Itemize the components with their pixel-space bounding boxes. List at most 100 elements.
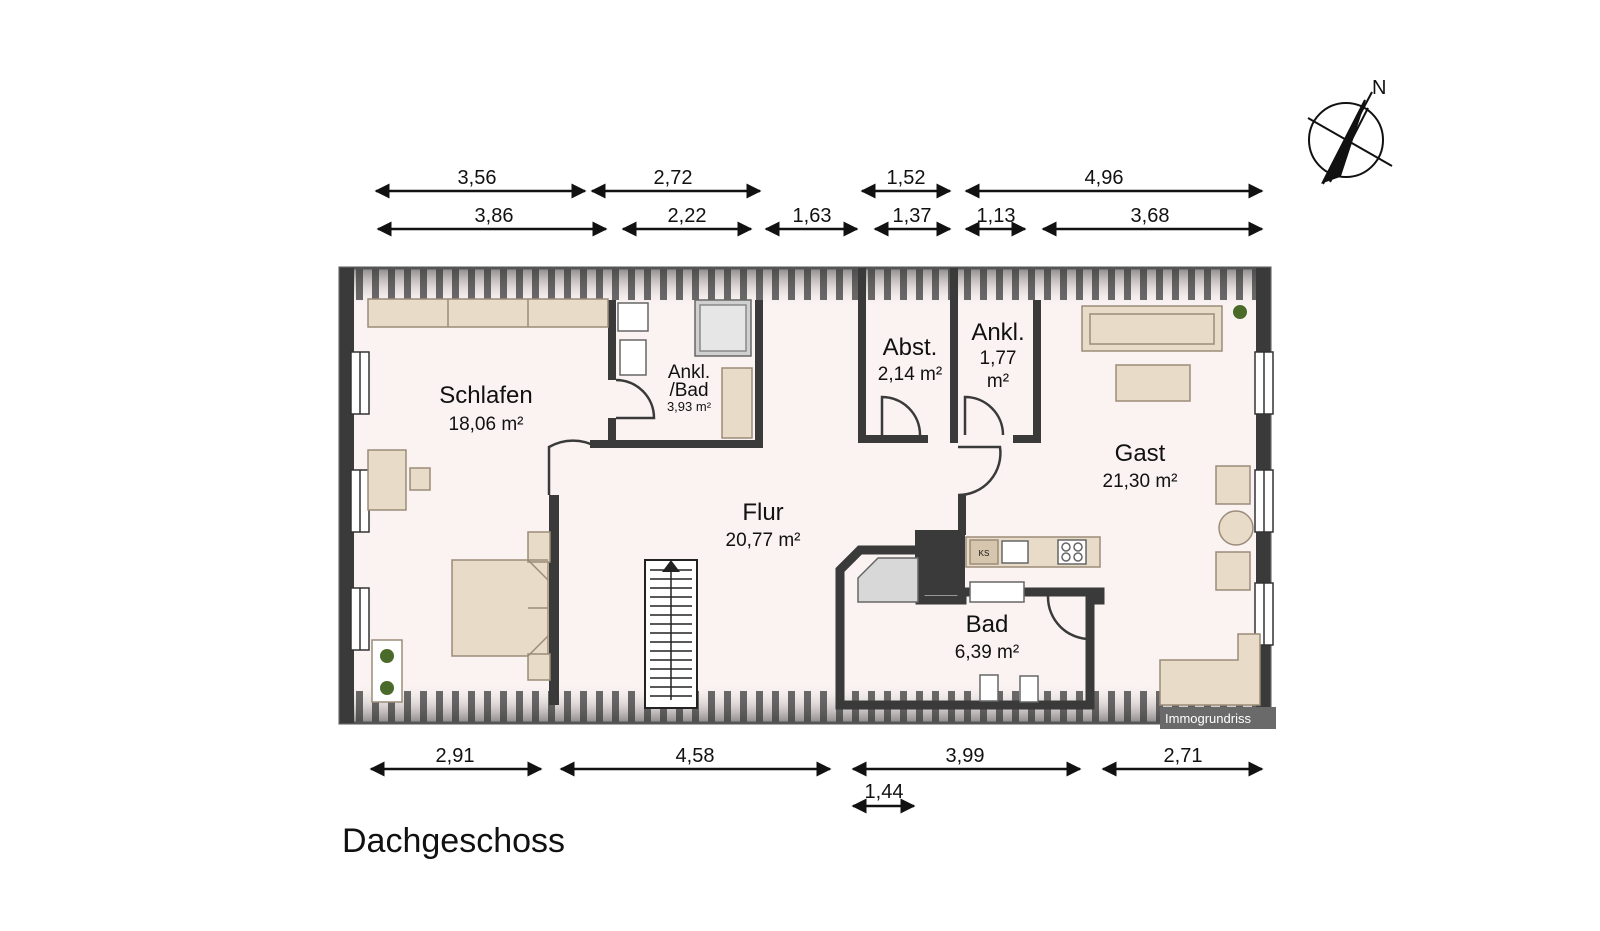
north-arrow-icon — [1307, 91, 1393, 185]
rafter — [836, 268, 843, 300]
rafter — [532, 691, 539, 723]
rafter — [420, 268, 427, 300]
coffee-table — [1115, 364, 1191, 402]
room-flur-name: Flur — [742, 499, 783, 526]
toilet-small-bath — [617, 302, 649, 332]
plant-icon — [380, 681, 394, 695]
windows-left — [350, 351, 370, 651]
rafter — [484, 691, 491, 723]
rafter — [788, 268, 795, 300]
floor-title: Dachgeschoss — [342, 822, 565, 860]
rafter — [548, 691, 555, 723]
rafter — [596, 691, 603, 723]
desk — [367, 449, 407, 511]
rafter — [612, 691, 619, 723]
dim-label: 1,52 — [887, 167, 926, 189]
room-bad-area: 6,39 m² — [955, 642, 1019, 663]
rafter — [1220, 268, 1227, 300]
dim-label: 4,96 — [1085, 167, 1124, 189]
rafter — [468, 268, 475, 300]
plant-icons — [380, 305, 1247, 695]
plant-icon — [380, 649, 394, 663]
round-table — [1218, 510, 1254, 546]
dim-label: 3,68 — [1131, 205, 1170, 227]
room-ankl-bad-name-1: Ankl. — [668, 362, 710, 383]
cooktop — [1057, 539, 1087, 565]
wardrobe — [367, 298, 609, 328]
dim-label: 1,63 — [793, 205, 832, 227]
rafter — [516, 691, 523, 723]
rafter — [372, 691, 379, 723]
windows-right — [1254, 351, 1274, 646]
rafter — [1204, 268, 1211, 300]
fridge-label: KS — [979, 549, 990, 558]
rafter — [916, 268, 923, 300]
watermark-text: Immogrundriss — [1165, 711, 1251, 726]
rafter — [372, 268, 379, 300]
rafter — [804, 691, 811, 723]
bad-toilet — [979, 674, 999, 702]
dim-label: 3,86 — [475, 205, 514, 227]
room-labels: Schlafen 18,06 m² Ankl. /Bad 3,93 m² Flu… — [439, 319, 1177, 663]
bath-cabinet — [721, 367, 753, 439]
room-schlafen-area: 18,06 m² — [449, 414, 524, 435]
rafter — [724, 691, 731, 723]
rafter — [964, 268, 971, 300]
rafter — [1108, 691, 1115, 723]
rafter — [436, 268, 443, 300]
rafter — [628, 691, 635, 723]
rafter — [596, 268, 603, 300]
room-schlafen-name: Schlafen — [439, 382, 532, 409]
rafter — [564, 268, 571, 300]
rafter — [564, 691, 571, 723]
dim-label: 2,22 — [668, 205, 707, 227]
room-flur-area: 20,77 m² — [726, 530, 801, 551]
rafter — [1076, 268, 1083, 300]
rafter — [1124, 268, 1131, 300]
rafter — [820, 691, 827, 723]
rafter — [932, 268, 939, 300]
rafter — [740, 268, 747, 300]
rafter — [1140, 268, 1147, 300]
rafter — [356, 691, 363, 723]
rafter — [660, 268, 667, 300]
rafter — [404, 268, 411, 300]
armchair-2 — [1215, 551, 1251, 591]
rafter — [580, 268, 587, 300]
rafter — [1044, 268, 1051, 300]
rafter — [1012, 268, 1019, 300]
double-sink — [969, 581, 1025, 603]
dim-label: 2,91 — [436, 745, 475, 767]
rafter — [452, 691, 459, 723]
dim-label: 1,44 — [865, 781, 904, 803]
rafter — [756, 268, 763, 300]
rafter — [356, 268, 363, 300]
rafter — [724, 268, 731, 300]
rafter — [1060, 268, 1067, 300]
room-bad-name: Bad — [966, 611, 1009, 638]
watermark-box — [1160, 707, 1276, 729]
rafter — [500, 268, 507, 300]
dim-label: 1,37 — [893, 205, 932, 227]
room-ankl-bad-area: 3,93 m² — [667, 399, 712, 414]
rafter — [676, 268, 683, 300]
rafter — [1252, 268, 1259, 300]
corner-sofa — [1159, 633, 1261, 706]
dim-label: 1,13 — [977, 205, 1016, 227]
sink-small-bath — [619, 339, 647, 376]
stair-arrow-icon — [662, 560, 680, 572]
rafter — [708, 691, 715, 723]
interior-walls — [549, 268, 1105, 710]
rafter — [1140, 691, 1147, 723]
rafter — [868, 268, 875, 300]
rafter — [1108, 268, 1115, 300]
rafter — [644, 268, 651, 300]
staircase — [644, 559, 698, 709]
rafter — [756, 691, 763, 723]
rafter — [1188, 268, 1195, 300]
dim-label: 2,71 — [1164, 745, 1203, 767]
bad-shower — [857, 557, 919, 603]
rafter — [772, 268, 779, 300]
dim-label: 4,58 — [676, 745, 715, 767]
dim-label: 3,56 — [458, 167, 497, 189]
